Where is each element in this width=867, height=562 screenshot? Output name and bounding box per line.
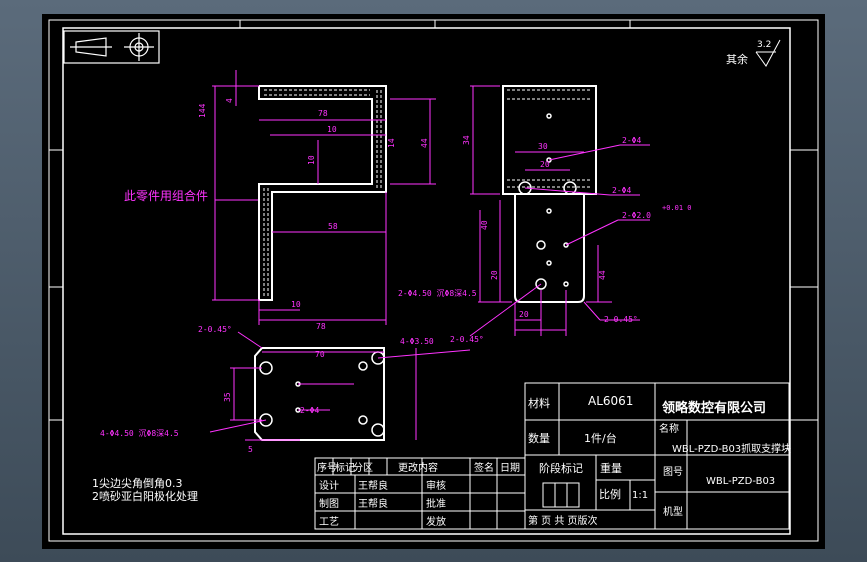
projection-symbol-icon xyxy=(63,30,160,64)
machine-label: 机型 xyxy=(663,505,683,518)
dim-10-top: 10 xyxy=(327,125,337,134)
dim-70-bottom: 70 xyxy=(315,350,325,359)
weight-label: 重量 xyxy=(600,461,622,475)
dim-4: 4 xyxy=(225,98,234,103)
role-drafting: 制图 xyxy=(319,497,339,510)
dim-78-bottom: 78 xyxy=(316,322,326,331)
dim-20-right: 20 xyxy=(540,160,550,169)
tolerance-callout: +0.01 0 xyxy=(662,204,692,212)
roughness-value: 3.2 xyxy=(757,40,771,50)
role-process: 工艺 xyxy=(319,516,339,528)
rev-header-signature: 签名 xyxy=(474,461,494,474)
left-view-dimensions xyxy=(212,70,436,325)
hole-c-callout: 2-Φ2.0 xyxy=(622,211,651,220)
scale-label: 比例 xyxy=(599,487,621,501)
inner-border xyxy=(62,27,791,535)
hole-d-callout: 2-Φ4 xyxy=(300,406,319,415)
scale-value: 1:1 xyxy=(632,490,648,501)
chamfer-bottom: 2-0.45° xyxy=(450,335,484,344)
dim-20c-right: 20 xyxy=(519,310,529,319)
dim-144: 144 xyxy=(198,103,207,118)
tech-note-1: 1尖边尖角倒角0.3 xyxy=(92,477,183,490)
assembly-note: 此零件用组合件 xyxy=(124,188,208,203)
stage-label: 阶段标记 xyxy=(539,461,583,475)
dim-78-top: 78 xyxy=(318,109,328,118)
dim-30-right: 30 xyxy=(538,142,548,151)
right-view-part xyxy=(502,85,597,303)
left-view-hidden-lines xyxy=(263,89,382,296)
hole-a-callout: 2-Φ4 xyxy=(622,136,641,145)
dim-14: 14 xyxy=(387,138,396,148)
release-label: 发放 xyxy=(426,515,446,528)
chamfer-right: 2-0.45° xyxy=(604,315,638,324)
bottom-view-holes xyxy=(259,351,385,437)
bottom-view-dimensions xyxy=(209,331,471,441)
name-label: 名称 xyxy=(659,422,679,435)
rev-header-content: 更改内容 xyxy=(398,461,438,474)
outer-border xyxy=(48,19,819,542)
review-label: 审核 xyxy=(426,479,446,492)
chamfer-left: 2-0.45° xyxy=(198,325,232,334)
drawing-number-label: 图号 xyxy=(663,466,683,478)
tech-note-2: 2喷砂亚白阳极化处理 xyxy=(92,489,198,503)
dim-5-bottom: 5 xyxy=(248,445,253,454)
title-block xyxy=(314,382,790,530)
rev-header-zone: 分区 xyxy=(353,462,373,474)
material-label: 材料 xyxy=(528,396,550,410)
right-view-hidden-lines xyxy=(507,89,592,188)
counterbore-callout-bottom: 4-Φ4.50 沉Φ8深4.5 xyxy=(100,429,179,438)
dim-20b-right: 20 xyxy=(490,270,499,280)
designer-name: 王帮良 xyxy=(358,479,388,492)
right-view-holes xyxy=(518,113,577,290)
drafter-name: 王帮良 xyxy=(358,497,388,510)
hole-35-callout: 4-Φ3.50 xyxy=(400,337,434,346)
dim-44-right: 44 xyxy=(598,270,607,280)
dim-35-bottom: 35 xyxy=(223,392,232,402)
material-value: AL6061 xyxy=(588,394,633,408)
dim-58: 58 xyxy=(328,222,338,231)
right-view-dimensions xyxy=(469,85,650,337)
part-name: WBL-PZD-B03抓取支撑块 xyxy=(672,442,791,455)
sheet-info: 第 页 共 页版次 xyxy=(528,514,598,527)
roughness-symbol-icon: 其余 3.2 xyxy=(726,39,781,67)
drawing-number: WBL-PZD-B03 xyxy=(706,476,775,487)
quantity-label: 数量 xyxy=(528,432,550,445)
rev-header-mark: 标记 xyxy=(335,462,355,474)
quantity-value: 1件/台 xyxy=(584,431,617,445)
company-name: 领略数控有限公司 xyxy=(662,400,766,416)
approve-label: 批准 xyxy=(426,497,446,510)
dim-44: 44 xyxy=(420,138,429,148)
counterbore-callout-right: 2-Φ4.50 沉Φ8深4.5 xyxy=(398,289,477,298)
hole-b-callout: 2-Φ4 xyxy=(612,186,631,195)
left-view-part xyxy=(258,85,387,301)
dim-10-vert: 10 xyxy=(307,155,316,165)
dim-40-right: 40 xyxy=(480,220,489,230)
role-design: 设计 xyxy=(319,479,339,492)
dim-34-right: 34 xyxy=(462,135,471,145)
zone-ticks xyxy=(49,20,818,421)
roughness-label: 其余 xyxy=(726,52,748,66)
drawing-sheet xyxy=(42,14,825,549)
rev-header-date: 日期 xyxy=(500,462,520,474)
dim-10-bottom: 10 xyxy=(291,300,301,309)
rev-header-seq: 序号 xyxy=(317,461,337,474)
